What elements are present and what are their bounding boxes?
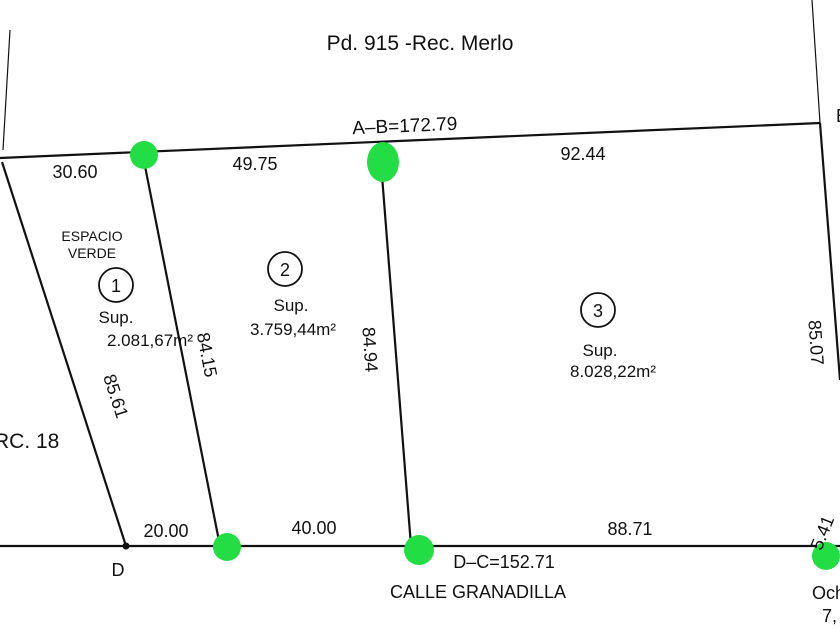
corner-d-label: D xyxy=(112,560,125,580)
marker-bottom-3[interactable] xyxy=(812,542,840,570)
right-edge-measure: 85.07 xyxy=(804,319,827,365)
marker-top-2[interactable] xyxy=(367,142,399,182)
lot-circles xyxy=(98,251,616,328)
left-edge-measure: 85.61 xyxy=(99,372,132,421)
lot-2-sup-label: Sup. xyxy=(274,296,309,315)
lot-1-number: 1 xyxy=(111,276,121,296)
lot-1-note-line-2: VERDE xyxy=(68,245,116,261)
bottom-total-label: D–C=152.71 xyxy=(453,552,555,572)
left-parcel-label: RC. 18 xyxy=(0,430,59,453)
lot-1-2-divider xyxy=(141,155,222,547)
corner-d-point xyxy=(122,542,130,550)
left-edge-line xyxy=(0,161,128,547)
lot-1-area: 2.081,67m² xyxy=(107,331,193,350)
parcel-title: Pd. 915 -Rec. Merlo xyxy=(327,32,514,55)
lot-2-3-measure: 84.94 xyxy=(358,326,381,372)
bottom-segment-3: 88.71 xyxy=(607,519,652,539)
upper-left-thin-line xyxy=(2,29,11,151)
lot-1-circle xyxy=(98,267,134,303)
lot-2-area: 3.759,44m² xyxy=(250,320,336,339)
lot-1-sup-label: Sup. xyxy=(99,308,134,327)
lot-3-sup-label: Sup. xyxy=(583,341,618,360)
top-total-label: A–B=172.79 xyxy=(352,114,458,139)
lot-2-circle xyxy=(267,251,303,287)
lot-2-number: 2 xyxy=(280,260,290,280)
lot-1-2-measure: 84.15 xyxy=(193,331,221,379)
bottom-segment-1: 20.00 xyxy=(143,521,188,541)
top-segment-3: 92.44 xyxy=(560,144,605,164)
boundary-lines xyxy=(0,121,840,548)
lot-3-circle xyxy=(580,292,616,328)
street-name: CALLE GRANADILLA xyxy=(390,582,566,602)
marker-bottom-1[interactable] xyxy=(213,533,241,561)
bottom-segment-2: 40.00 xyxy=(291,518,336,538)
right-edge-line xyxy=(818,122,840,381)
lot-3-area: 8.028,22m² xyxy=(570,362,656,381)
lot-2-3-divider xyxy=(378,149,413,547)
marker-top-1[interactable] xyxy=(130,141,158,169)
top-segment-2: 49.75 xyxy=(232,154,277,174)
bottom-right-label-2: 7, xyxy=(822,606,837,626)
thin-lines xyxy=(2,0,821,151)
top-segment-1: 30.60 xyxy=(52,162,97,182)
upper-right-thin-line xyxy=(811,0,821,124)
marker-bottom-2[interactable] xyxy=(404,535,434,565)
lot-1-note-line-1: ESPACIO xyxy=(61,228,122,244)
lot-3-number: 3 xyxy=(593,301,603,321)
corner-b-label: B xyxy=(836,106,840,126)
markers xyxy=(130,141,840,570)
bottom-right-label-1: Och xyxy=(812,583,840,603)
